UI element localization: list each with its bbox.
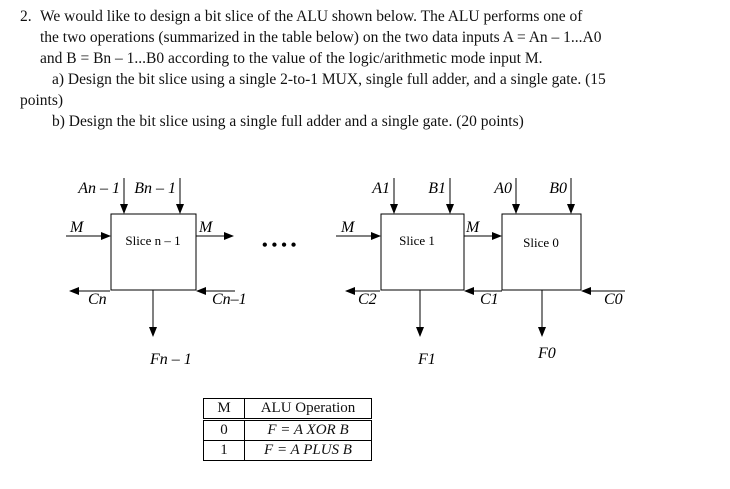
slice-1-f-label: F1 — [417, 351, 436, 368]
slice-n-minus-1-m-in-label: M — [69, 219, 85, 236]
slice-0-m-in-label: M — [465, 219, 481, 236]
slice-n-minus-1-box — [110, 213, 197, 291]
table-row: 1 F = A PLUS B — [203, 440, 372, 461]
alu-operation-table: M ALU Operation 0 F = A XOR B 1 F = A PL… — [203, 398, 372, 461]
slice-n-minus-1-label: Slice n – 1 — [125, 233, 180, 248]
question-line-2: the two operations (summarized in the ta… — [40, 29, 602, 46]
slice-0-cout-label: C1 — [480, 291, 499, 308]
slice-1-cout-label: C2 — [358, 291, 377, 308]
slice-1: Slice 1 A1 B1 M C2 F1 — [336, 178, 465, 368]
part-b: b) Design the bit slice using a single f… — [52, 113, 524, 130]
table-row: 0 F = A XOR B — [203, 419, 372, 441]
table-cell-operation: F = A PLUS B — [264, 442, 352, 458]
slice-n-minus-1-cout-label: Cn — [88, 291, 107, 308]
table-header-operation: ALU Operation — [244, 398, 372, 421]
slice-n-minus-1: Slice n – 1 An – 1 Bn – 1 M M Cn–1 Cn Fn… — [66, 178, 247, 368]
slice-0-cin-label: C0 — [604, 291, 623, 308]
table-cell-m: 1 — [203, 440, 245, 461]
question-line-3: and B = Bn – 1...B0 according to the val… — [40, 50, 543, 67]
table-header-m: M — [203, 398, 245, 421]
question-text: 2. We would like to design a bit slice of… — [20, 6, 720, 132]
slice-1-m-in-label: M — [340, 219, 356, 236]
slice-0-a-label: A0 — [493, 180, 512, 197]
table-cell-operation: F = A XOR B — [244, 419, 372, 441]
question-line-1: We would like to design a bit slice of t… — [40, 8, 583, 25]
question-number: 2. — [20, 8, 32, 25]
slice-n-minus-1-a-label: An – 1 — [77, 180, 120, 197]
slice-1-label: Slice 1 — [399, 233, 435, 248]
slice-0-label: Slice 0 — [523, 235, 559, 250]
table-header-row: M ALU Operation — [203, 398, 372, 421]
table-cell-m: 0 — [203, 419, 245, 441]
part-a-line-2: points) — [20, 92, 64, 109]
slice-0-f-label: F0 — [537, 345, 556, 362]
slice-1-b-label: B1 — [428, 180, 446, 197]
slice-n-minus-1-m-out-label: M — [198, 219, 214, 236]
slice-0: Slice 0 A0 B0 C0 F0 — [493, 178, 625, 362]
slice-n-minus-1-cin-label: Cn–1 — [212, 291, 247, 308]
slice-0-b-label: B0 — [549, 180, 567, 197]
slice-1-a-label: A1 — [371, 180, 390, 197]
slice-n-minus-1-b-label: Bn – 1 — [134, 180, 176, 197]
slice-n-minus-1-f-label: Fn – 1 — [149, 351, 192, 368]
slice-1-box — [380, 213, 465, 291]
part-a-line-1: a) Design the bit slice using a single 2… — [52, 71, 606, 88]
slice-0-box — [501, 213, 582, 291]
ellipsis: • • • • — [262, 237, 296, 254]
